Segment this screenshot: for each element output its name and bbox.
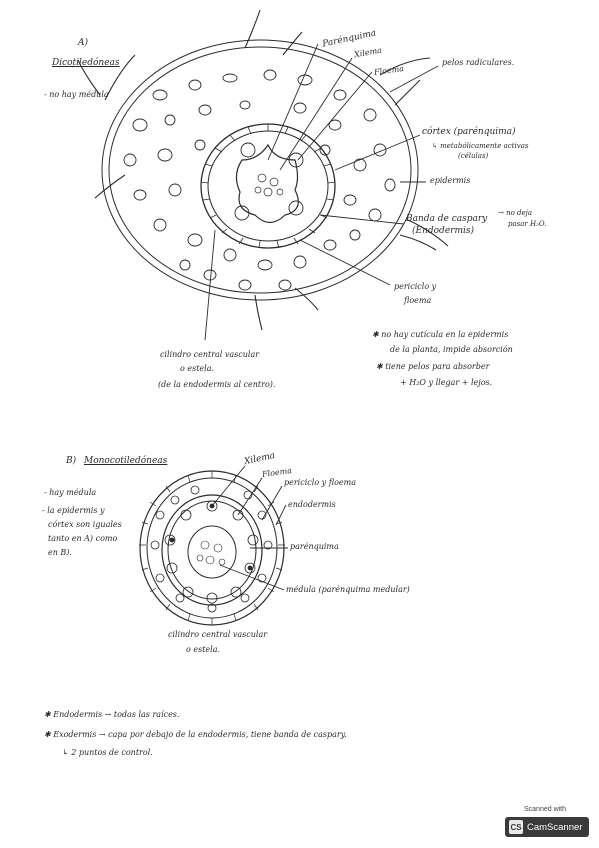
label-banda-sub: (Endodermis) <box>412 226 474 236</box>
label-endodermis-b: endodermis <box>288 500 336 509</box>
label-cortex-sub2: (células) <box>458 152 489 160</box>
label-cilindro3-a: (de la endodermis al centro). <box>158 380 276 389</box>
label-cilindro1-a: cilindro central vascular <box>160 350 260 359</box>
label-cortex: córtex (parénquima) <box>422 127 516 137</box>
camscanner-badge: Scanned with CS CamScanner <box>499 806 591 840</box>
part-b-note-5: en B). <box>48 548 72 557</box>
camscanner-icon: CS <box>509 820 523 834</box>
part-a-note-left: - no hay médula <box>44 90 109 99</box>
footer-note-2: ✱ Exodermis → capa por debajo de la endo… <box>44 730 347 739</box>
root-hairs <box>77 9 449 331</box>
outer-epidermis <box>101 39 419 301</box>
label-pelos: pelos radiculares. <box>442 58 515 67</box>
label-parenquima-b: parénquima <box>290 542 339 551</box>
endodermis-hatching <box>200 124 336 249</box>
part-a-title: Dicotiledóneas <box>52 58 120 68</box>
phloem-groups <box>234 142 304 221</box>
part-b-note-1: - hay médula <box>44 488 97 497</box>
part-b-note-2: - la epidermis y <box>42 506 105 515</box>
scanned-with-text: Scanned with <box>523 806 567 813</box>
cortex-cells <box>123 69 396 291</box>
camscanner-brand: CamScanner <box>527 821 583 833</box>
monocot-medulla <box>187 525 237 579</box>
label-periciclo-b: periciclo y floema <box>284 478 356 487</box>
xylem-cells <box>254 173 284 197</box>
monocot-epidermis-hatching <box>139 471 285 625</box>
part-a-letter: A) <box>78 38 89 48</box>
part-b-note-3: córtex son iguales <box>48 520 122 529</box>
camscanner-logo-box: CS CamScanner <box>505 817 589 837</box>
label-cilindro1-b: cilindro central vascular <box>168 630 268 639</box>
xylem-star <box>235 143 299 224</box>
part-b-letter: B) <box>66 456 77 466</box>
label-banda-note1: → no deja <box>498 209 533 217</box>
label-periciclo1-a: periciclo y <box>394 282 437 291</box>
note-a-2: de la planta, impide absorción <box>390 345 513 354</box>
monocot-endodermis <box>161 494 263 606</box>
label-periciclo2-a: floema <box>404 296 432 305</box>
label-cortex-sub1: ↳ metabólicamente activas <box>432 142 529 150</box>
medulla-cells <box>196 540 226 566</box>
label-medula-b: médula (parénquima medular) <box>286 585 410 594</box>
footer-note-3: ↳ 2 puntos de control. <box>62 748 153 757</box>
note-a-1: ✱ no hay cutícula en la epidermis <box>372 330 509 339</box>
footer-note-1: ✱ Endodermis → todas las raíces. <box>44 710 180 719</box>
label-epidermis-a: epidermis <box>430 176 471 185</box>
note-a-3: ✱ tiene pelos para absorber <box>376 362 490 371</box>
part-b-note-4: tanto en A) como <box>48 534 118 543</box>
label-banda-note2: pasar H₂O. <box>508 220 547 228</box>
label-cilindro2-b: o estela. <box>186 645 221 654</box>
leader-lines-b <box>211 465 288 591</box>
label-cilindro2-a: o estela. <box>180 364 215 373</box>
note-a-4: + H₂O y llegar + lejos. <box>400 378 493 387</box>
label-banda: Banda de caspary <box>406 214 488 224</box>
leader-lines-a <box>204 43 439 341</box>
part-b-title: Monocotiledóneas <box>84 456 168 466</box>
